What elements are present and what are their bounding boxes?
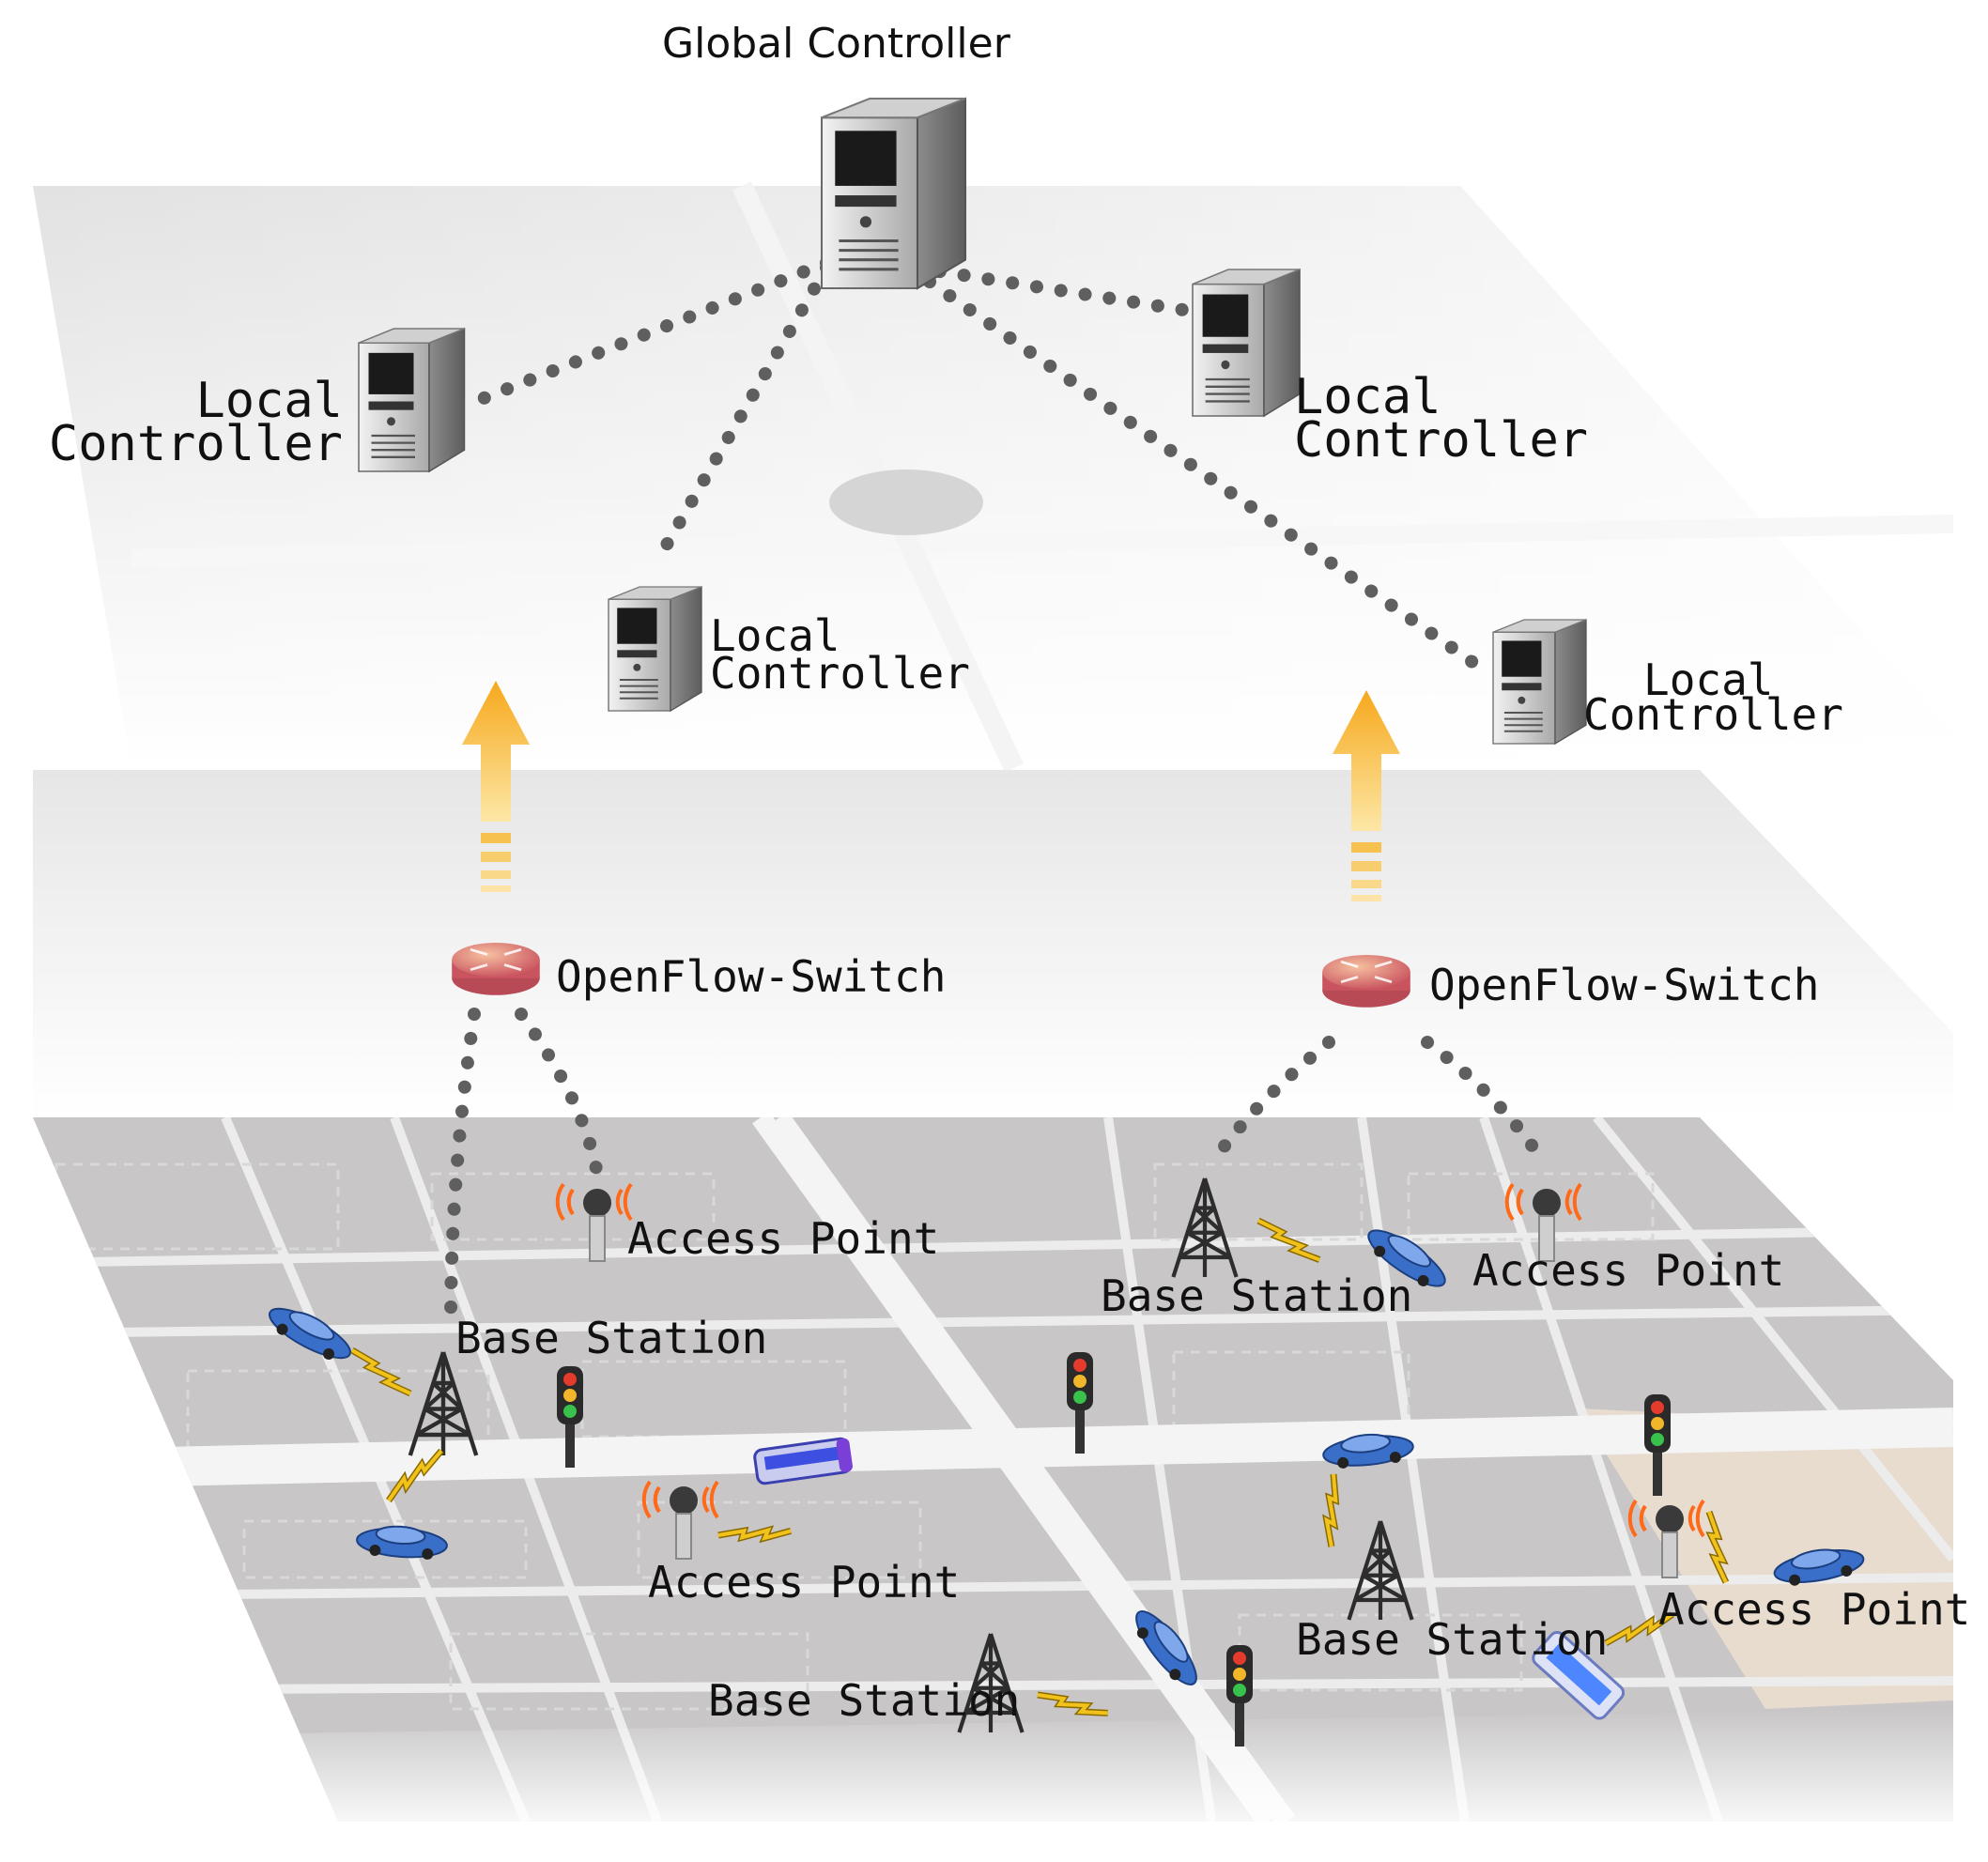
svg-text:Local: Local	[1294, 369, 1441, 425]
base-station-label-4: Base Station	[708, 1675, 1020, 1726]
road-map-plane	[33, 1117, 1953, 1822]
local-controller-label-4: Local Controller	[1583, 654, 1843, 740]
svg-text:Local: Local	[1643, 654, 1773, 705]
svg-text:Controller: Controller	[1583, 689, 1843, 740]
base-station-label-2: Base Station	[1101, 1270, 1412, 1321]
global-controller-label: Global Controller	[662, 20, 1011, 68]
local-controller-label-1: Local Controller	[49, 373, 343, 472]
access-point-label-3: Access Point	[648, 1557, 960, 1608]
switch-links	[444, 1008, 1551, 1331]
global-controller-server-icon	[820, 97, 967, 290]
svg-text:Local: Local	[195, 373, 343, 429]
openflow-switch-router-icon-right	[1320, 953, 1412, 1009]
openflow-switch-router-icon-left	[450, 941, 542, 997]
controller-links	[463, 256, 1486, 673]
openflow-switch-label-right: OpenFlow-Switch	[1429, 960, 1819, 1010]
local-controller-server-icon-4	[1492, 619, 1587, 745]
bus-icon-2	[1532, 1630, 1626, 1720]
openflow-switch-label-left: OpenFlow-Switch	[556, 951, 946, 1002]
local-controller-server-icon-1	[357, 327, 466, 473]
local-controller-label-3: Local Controller	[710, 610, 970, 699]
local-controller-server-icon-2	[1191, 268, 1302, 418]
access-point-label-4: Access Point	[1658, 1584, 1970, 1635]
base-station-label-3: Base Station	[1296, 1614, 1608, 1665]
bus-icon-1	[753, 1437, 853, 1485]
svg-text:Controller: Controller	[1294, 412, 1588, 469]
svg-text:Controller: Controller	[49, 416, 343, 472]
access-point-label-1: Access Point	[627, 1213, 939, 1264]
local-controller-label-2: Local Controller	[1294, 369, 1588, 469]
svg-text:Controller: Controller	[710, 648, 970, 699]
controller-plane	[33, 181, 1954, 773]
svg-text:Local: Local	[710, 610, 840, 661]
base-station-label-1: Base Station	[455, 1313, 767, 1363]
access-point-label-2: Access Point	[1472, 1245, 1784, 1296]
switch-plane	[33, 770, 1953, 1117]
local-controller-server-icon-3	[608, 586, 702, 712]
